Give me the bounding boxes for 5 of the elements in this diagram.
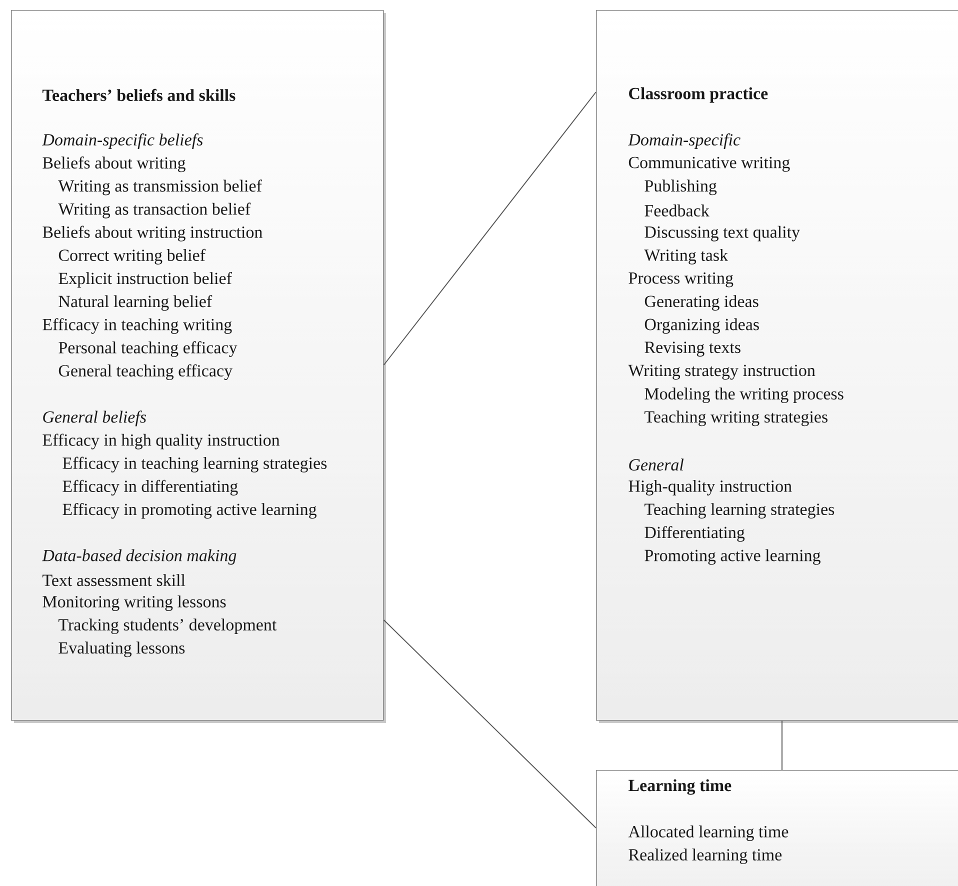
text-box: Learning time Allocated learning time Realized learning time bbox=[596, 770, 958, 886]
connector-line bbox=[383, 92, 596, 366]
text-box: Classroom practice Domain-specific Communicative writing Publishing Feedback Discussing text quality Writing task Process writing Generating ideas Organizing ideas Revising texts Writing strategy instruction Modeling the writing process Teaching writing strategies General High-quality instruction Teaching learning strategies Differentiating Promoting active learning bbox=[596, 10, 958, 723]
connector-line bbox=[383, 620, 596, 828]
text-box: Teachers’ beliefs and skills Domain-specific beliefs Beliefs about writing Writing as transmission belief Writing as transaction belief Beliefs about writing instruction Correct writing belief Explicit instruction belief Natural learning belief Efficacy in teaching writing Personal teaching efficacy General teaching efficacy General beliefs Efficacy in high quality instruction Efficacy in teaching learning strategies Efficacy in differentiating Efficacy in promoting active learning Data-based decision making Text assessment skill Monitoring writing lessons Tracking students’ development Evaluating lessons bbox=[11, 10, 386, 723]
